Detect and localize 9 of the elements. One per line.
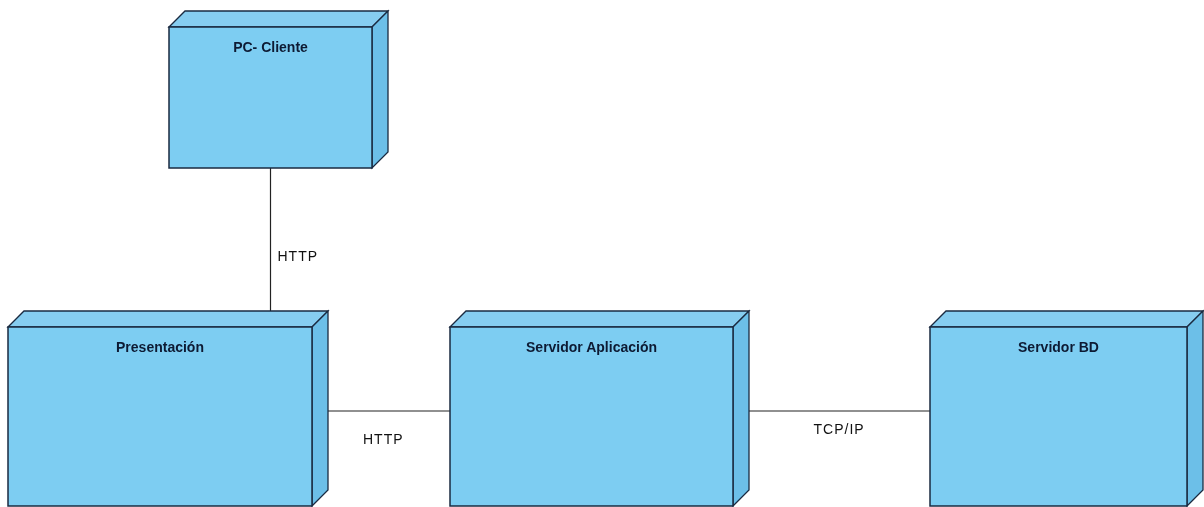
edge-label: HTTP [362,431,405,447]
node-title: Presentación [115,339,205,355]
connector-line [269,167,272,312]
node-title: Servidor BD [1017,339,1100,355]
node-title: Servidor Aplicación [525,339,658,355]
connector-line [327,410,451,412]
connector-line [748,410,931,412]
edge-label: TCP/IP [812,421,866,437]
node-title: PC- Cliente [232,39,309,55]
